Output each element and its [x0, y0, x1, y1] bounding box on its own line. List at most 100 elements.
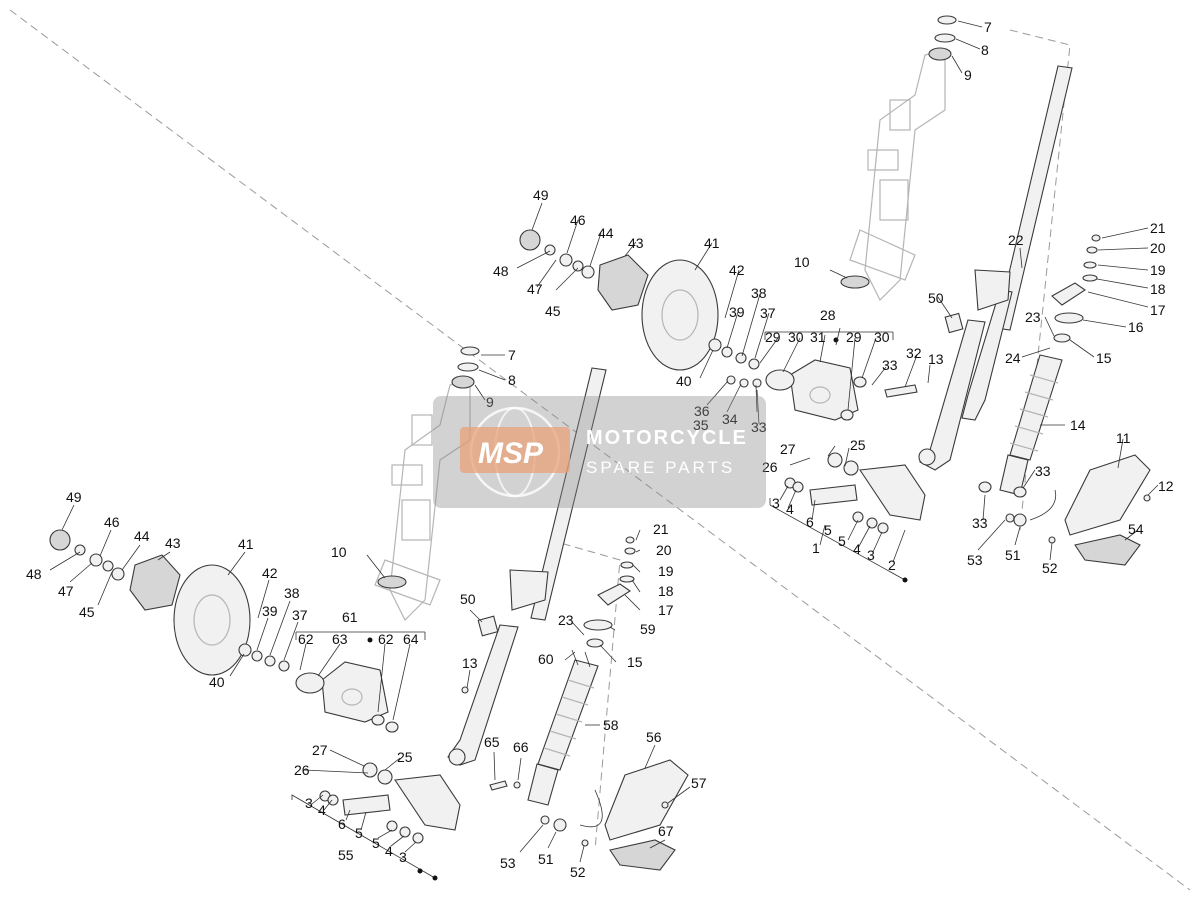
- part-66-shape: [513, 781, 521, 789]
- label-part-51: 51: [1005, 547, 1021, 563]
- label-part-14: 14: [1070, 417, 1086, 433]
- cable-51: [1029, 489, 1057, 521]
- part-57-shape: [661, 801, 669, 809]
- label-part-19: 19: [1150, 262, 1166, 278]
- part-11-shape: [1064, 454, 1151, 536]
- label-part-22: 22: [1008, 232, 1024, 248]
- label-part-4-a: 4: [786, 501, 794, 517]
- label-part-33-b: 33: [972, 515, 988, 531]
- cable-lower: [579, 789, 603, 828]
- label-part-3-b: 3: [867, 547, 875, 563]
- label-part-30-b: 30: [874, 329, 890, 345]
- watermark-background: [433, 396, 766, 508]
- label-part-6-a: 6: [806, 514, 814, 530]
- label-part-6-lower: 6: [338, 816, 346, 832]
- part-65-shape: [489, 780, 508, 791]
- label-part-39-a: 39: [729, 304, 745, 320]
- label-part-26-lower: 26: [294, 762, 310, 778]
- part-12-shape: [1143, 494, 1151, 502]
- part-9-lower-shape: [451, 375, 475, 389]
- label-part-17-lower: 17: [658, 602, 674, 618]
- label-part-41-a: 41: [704, 235, 720, 251]
- label-part-67: 67: [658, 823, 674, 839]
- label-part-53-lower: 53: [500, 855, 516, 871]
- label-part-65: 65: [484, 734, 500, 750]
- label-part-59: 59: [640, 621, 656, 637]
- assembly-axis-lines: [9, 9, 1191, 891]
- spacer-rings-lower: [238, 643, 290, 672]
- label-part-4-lower-b: 4: [385, 843, 393, 859]
- shock-absorber-58: [527, 649, 599, 806]
- label-part-25-lower: 25: [397, 749, 413, 765]
- label-part-24: 24: [1005, 350, 1021, 366]
- label-part-28: 28: [820, 307, 836, 323]
- label-part-11: 11: [1116, 430, 1131, 446]
- label-part-64: 64: [403, 631, 419, 647]
- label-part-46-a: 46: [570, 212, 586, 228]
- label-part-26-a: 26: [762, 459, 778, 475]
- label-part-29-a: 29: [765, 329, 781, 345]
- fork-casing-outline: [849, 49, 946, 302]
- label-part-50: 50: [928, 290, 944, 306]
- label-part-33-a: 33: [1035, 463, 1051, 479]
- shock-mount-parts: [1051, 234, 1101, 343]
- label-part-48-lower: 48: [26, 566, 42, 582]
- label-part-21-lower: 21: [653, 521, 669, 537]
- label-part-21: 21: [1150, 220, 1166, 236]
- label-part-66: 66: [513, 739, 529, 755]
- label-part-50-lower: 50: [460, 591, 476, 607]
- label-part-45-a: 45: [545, 303, 561, 319]
- label-part-39-lower: 39: [262, 603, 278, 619]
- part-10-shape: [840, 275, 870, 289]
- label-part-9-lower: 9: [486, 394, 494, 410]
- upper-assembly: [519, 15, 1151, 583]
- label-part-27-lower: 27: [312, 742, 328, 758]
- part-9-shape: [928, 47, 952, 61]
- part-51-lower-shape: [553, 818, 567, 832]
- label-part-7: 7: [984, 19, 992, 35]
- label-part-44-a: 44: [598, 225, 614, 241]
- label-part-27-a: 27: [780, 441, 796, 457]
- label-part-10: 10: [794, 254, 810, 270]
- label-part-1: 1: [812, 540, 820, 556]
- label-part-38-lower: 38: [284, 585, 300, 601]
- label-part-44-lower: 44: [134, 528, 150, 544]
- watermark-logo: MSP: [478, 437, 544, 470]
- label-part-46-lower: 46: [104, 514, 120, 530]
- label-part-34: 34: [722, 411, 738, 427]
- part-50-shape: [944, 312, 964, 334]
- label-part-51-lower: 51: [538, 851, 554, 867]
- part-50-lower-shape: [477, 615, 499, 637]
- label-part-58: 58: [603, 717, 619, 733]
- label-part-16: 16: [1128, 319, 1144, 335]
- label-part-23-lower: 23: [558, 612, 574, 628]
- label-part-43-lower: 43: [165, 535, 181, 551]
- label-part-8: 8: [981, 42, 989, 58]
- label-part-7-lower: 7: [508, 347, 516, 363]
- label-part-37: 37: [760, 305, 776, 321]
- label-part-13-lower: 13: [462, 655, 478, 671]
- part-10-lower-shape: [377, 575, 407, 589]
- part-67-shape: [609, 839, 676, 871]
- part-7-lower-shape: [460, 346, 480, 356]
- label-part-33-d: 33: [751, 419, 767, 435]
- label-part-38: 38: [751, 285, 767, 301]
- swing-link-upper: [784, 452, 926, 534]
- part-54-shape: [1074, 534, 1141, 566]
- label-part-40-lower: 40: [209, 674, 225, 690]
- label-part-10-lower: 10: [331, 544, 347, 560]
- label-part-62-b: 62: [378, 631, 394, 647]
- label-part-37-lower: 37: [292, 607, 308, 623]
- label-part-42-lower: 42: [262, 565, 278, 581]
- label-part-4-lower-a: 4: [318, 802, 326, 818]
- label-part-35: 35: [693, 417, 709, 433]
- fork-tube-right: [918, 65, 1073, 471]
- label-part-9: 9: [964, 67, 972, 83]
- label-part-5-lower-a: 5: [355, 825, 363, 841]
- label-part-5-a: 5: [824, 522, 832, 538]
- label-part-15-lower: 15: [627, 654, 643, 670]
- spacer-rings-upper: [708, 338, 762, 388]
- label-part-2: 2: [888, 557, 896, 573]
- label-part-60: 60: [538, 651, 554, 667]
- label-part-8-lower: 8: [508, 372, 516, 388]
